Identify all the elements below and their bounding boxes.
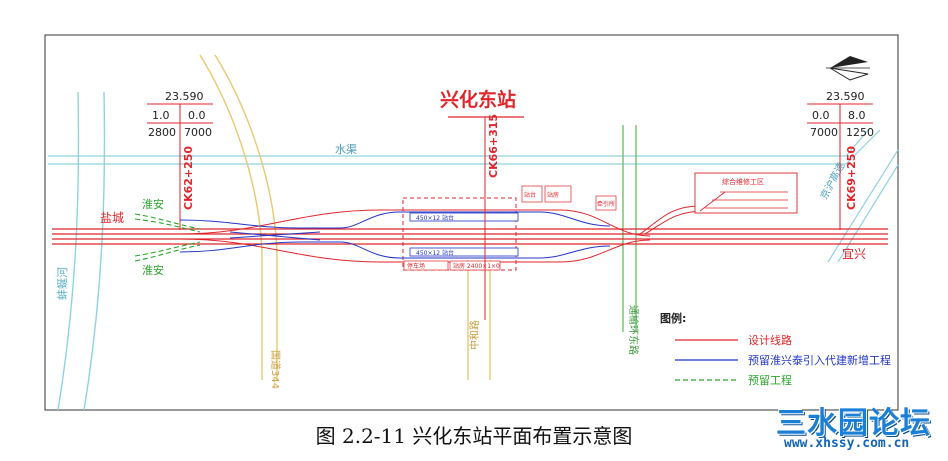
profile-left-grade-b: 0.0 (188, 109, 206, 122)
chainage-markers: CK62+250 CK66+315 CK69+250 (179, 114, 858, 320)
platforms: 450×12 站台 450×12 站台 停车场 站房 2400×1×0 (403, 212, 519, 271)
profile-right-length-a: 7000 (810, 126, 838, 139)
canal: 水渠 (48, 127, 881, 165)
road-g344-label: 国道344 (269, 350, 282, 389)
watermark-url: www.xhssy.com.cn (784, 436, 910, 451)
west-chainage: CK62+250 (182, 146, 195, 210)
road-zhonghe-label: 中和路 (468, 320, 481, 350)
place-huaian-top: 淮安 (142, 197, 164, 211)
river: 蚌蜒河 (55, 91, 106, 411)
legend: 图例: 设计线路 预留淮兴泰引入代建新增工程 预留工程 (660, 311, 891, 387)
profile-left-grade-a: 1.0 (152, 109, 170, 122)
place-yixing: 宜兴 (842, 246, 866, 261)
platform-top-label: 450×12 站台 (416, 214, 454, 222)
reserved-blue-lines (179, 211, 611, 259)
platform-bottom-label: 450×12 站台 (416, 249, 454, 257)
bottom-right-box-label: 站房 2400×1×0 (453, 262, 500, 270)
river-label: 蚌蜒河 (55, 267, 69, 300)
box-substation: 牵引所 (597, 200, 615, 208)
road-g344: 国道344 (199, 54, 282, 389)
watermark-logo: 三水园论坛 www.xhssy.com.cn (770, 398, 948, 458)
maintenance-label: 综合维修工区 (722, 177, 764, 186)
road-ring: 通榆环东路 (622, 125, 640, 355)
profile-left-elevation: 23.590 (165, 90, 204, 103)
north-arrow-icon (826, 56, 870, 81)
profile-left-length-a: 2800 (148, 126, 176, 139)
station-title: 兴化东站 (440, 88, 524, 118)
road-zhonghe: 中和路 (467, 260, 491, 380)
legend-label-reserved-green: 预留工程 (748, 374, 792, 387)
watermark-title: 三水园论坛 (776, 406, 931, 441)
expressway-label: 京沪高速 (817, 160, 847, 201)
profile-right: 23.590 0.0 8.0 7000 1250 (807, 90, 874, 140)
profile-right-elevation: 23.590 (826, 90, 865, 103)
profile-right-grade-a: 0.0 (812, 109, 830, 122)
canal-label: 水渠 (335, 143, 357, 156)
maintenance-depot: 综合维修工区 (694, 172, 798, 214)
road-ring-label: 通榆环东路 (627, 305, 640, 355)
legend-label-design: 设计线路 (748, 333, 792, 347)
center-chainage: CK66+315 (487, 114, 500, 178)
bottom-left-box-label: 停车场 (407, 262, 425, 270)
reserved-green-lines (134, 213, 201, 262)
figure-caption: 图 2.2-11 兴化东站平面布置示意图 (315, 424, 633, 448)
profile-right-grade-b: 8.0 (848, 109, 866, 122)
profile-right-length-b: 1250 (846, 126, 874, 139)
station-name: 兴化东站 (440, 88, 516, 111)
place-yancheng: 盐城 (100, 211, 124, 225)
profile-left-length-b: 7000 (184, 126, 212, 139)
legend-label-reserved-blue: 预留淮兴泰引入代建新增工程 (748, 353, 891, 367)
legend-title: 图例: (660, 311, 686, 325)
profile-left: 23.590 1.0 0.0 2800 7000 (147, 90, 213, 140)
box-platform-a: 站台 (524, 191, 536, 199)
box-platform-b: 站房 (547, 191, 559, 199)
place-huaian-bottom: 淮安 (142, 263, 164, 277)
ancillary-boxes: 站台 站房 牵引所 (521, 185, 617, 211)
east-chainage: CK69+250 (845, 146, 858, 210)
drawing-frame (44, 34, 899, 411)
